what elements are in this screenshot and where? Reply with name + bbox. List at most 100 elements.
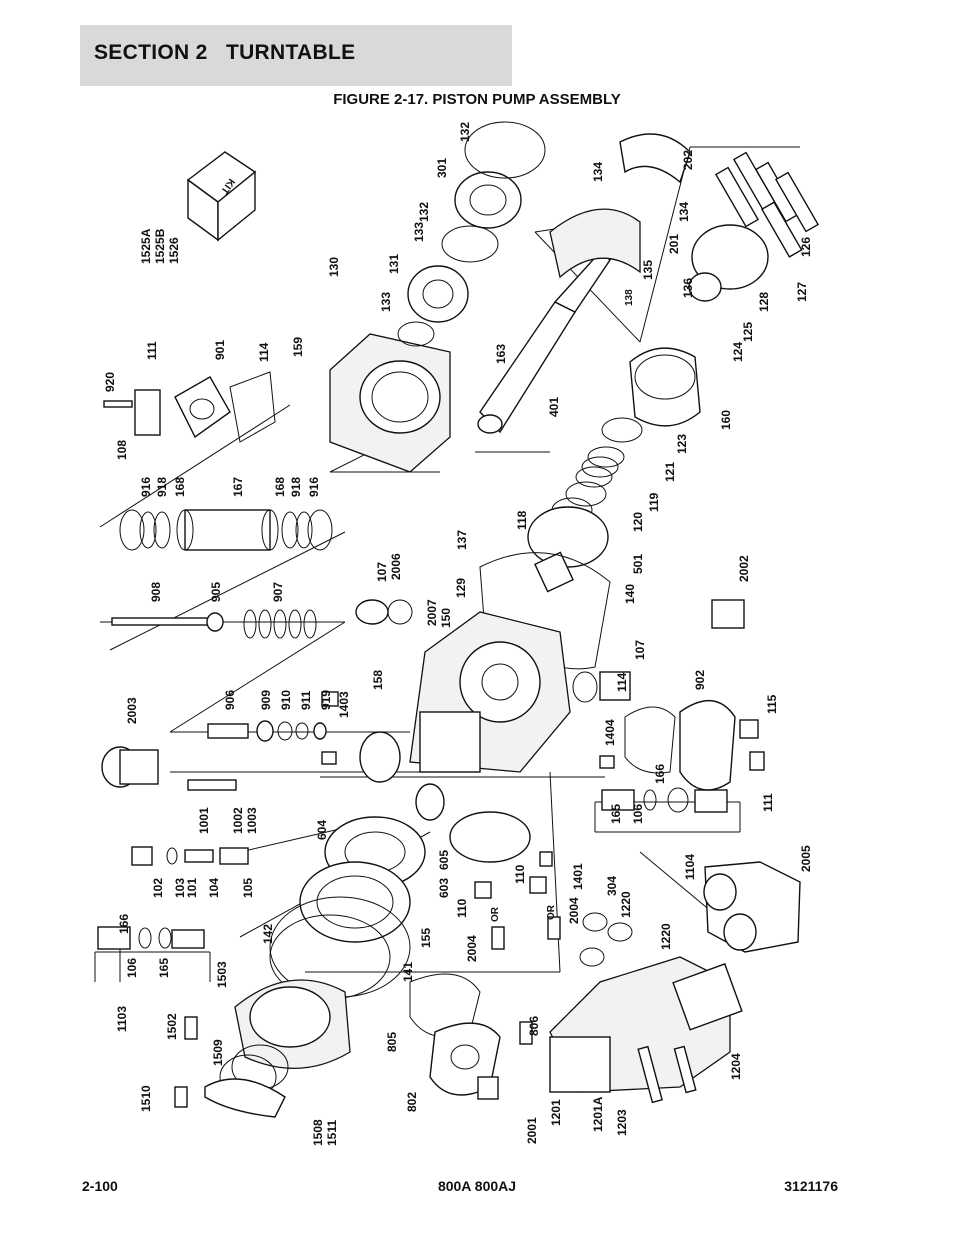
callout-1220: 1220 [659,923,673,950]
shaft-401 [477,251,611,434]
callout-1511: 1511 [325,1120,339,1146]
callout-605: 605 [437,850,451,870]
callout-111: 111 [145,341,159,360]
callout-202: 202 [681,150,695,170]
bolt-920 [103,400,133,408]
callout-132: 132 [458,122,472,142]
callout-901: 901 [213,340,227,360]
plug-1001 [187,779,237,791]
callout-1525b: 1525B [153,228,167,264]
callout-918: 918 [289,477,303,497]
callout-168: 168 [273,477,287,497]
gasket-805 [409,973,481,1038]
callout-919: 919 [319,690,333,710]
callout-1404: 1404 [603,719,617,746]
ring-166b [667,787,689,813]
callout-163: 163 [494,344,508,364]
plate-1509 [204,1078,286,1118]
cover-901 [174,371,276,443]
callout-140: 140 [623,584,637,604]
callout-1220: 1220 [619,891,633,918]
ring-911 [295,722,309,740]
plug-110b [529,876,547,894]
gasket-114b [624,706,676,774]
plate-127 [691,224,769,290]
pistons-126 [714,151,820,258]
callout-168: 168 [173,477,187,497]
callout-2007: 2007 [425,599,439,626]
callout-105: 105 [241,878,255,898]
callout-167: 167 [231,477,245,497]
callout-1403: 1403 [337,691,351,718]
document-number: 3121176 [784,1178,838,1194]
main-housing-150 [409,611,571,773]
plug-102 [131,846,153,866]
ring-106a [138,927,152,949]
plug-158 [321,691,339,707]
ring-910 [277,721,293,741]
callout-104: 104 [207,878,221,898]
ball-128 [688,272,722,302]
callout-604: 604 [315,820,329,840]
ring-119 [565,481,607,507]
callout-908: 908 [149,582,163,602]
ring-916b [307,509,333,551]
valve-plate-501 [527,506,609,568]
ring-165a [158,927,172,949]
callout-110: 110 [455,898,469,918]
piston-105 [219,847,249,865]
callout-1502: 1502 [165,1013,179,1040]
model-name: 800A 800AJ [437,1178,517,1194]
callout-905: 905 [209,582,223,602]
callout-401: 401 [547,397,561,417]
callout-1002: 1002 [231,807,245,834]
ring-107b [572,671,598,703]
callout-201: 201 [667,234,681,254]
fitting-2003 [101,746,159,788]
part-909 [256,720,274,742]
callout-1525a: 1525A [139,228,153,264]
callout-501: 501 [631,554,645,574]
callout-1401: 1401 [571,863,585,890]
callout-103: 103 [173,878,187,898]
spring-121 [575,446,625,488]
snap-ring-132 [464,121,546,179]
callout-136: 136 [681,278,695,298]
sleeve-167 [176,509,279,551]
callout-128: 128 [757,292,771,312]
callout-114: 114 [257,342,271,362]
swashplate-201 [549,133,691,279]
callout-1526: 1526 [167,237,181,264]
callout-106: 106 [631,804,645,824]
callout-138: 138 [624,289,635,306]
callout-916: 916 [307,477,321,497]
callout-110: 110 [513,864,527,884]
callout-1508: 1508 [311,1119,325,1146]
callout-165: 165 [609,804,623,824]
bearing-131 [407,265,469,323]
page-number: 2-100 [82,1178,118,1194]
callout-142: 142 [261,924,275,944]
section-banner: SECTION 2 TURNTABLE [80,25,512,86]
callout-119: 119 [647,492,661,512]
ring-107a [387,599,413,625]
ring-168b [281,511,299,549]
fitting-111b [749,751,765,771]
callout-133: 133 [379,292,393,312]
callout-or: OR [546,904,557,920]
callout-301: 301 [435,158,449,178]
spring-907 [243,609,317,639]
callout-134: 134 [591,162,605,182]
section-title: SECTION 2 TURNTABLE [94,41,356,64]
bolt-908 [111,617,213,626]
callout-166: 166 [117,914,131,934]
callout-2004: 2004 [465,935,479,962]
callout-2006: 2006 [389,553,403,580]
callout-121: 121 [663,462,677,482]
bearing-301 [454,171,522,229]
callout-158: 158 [371,670,385,690]
callout-134: 134 [677,202,691,222]
bearing-118 [534,551,574,593]
callout-906: 906 [223,690,237,710]
callout-805: 805 [385,1032,399,1052]
